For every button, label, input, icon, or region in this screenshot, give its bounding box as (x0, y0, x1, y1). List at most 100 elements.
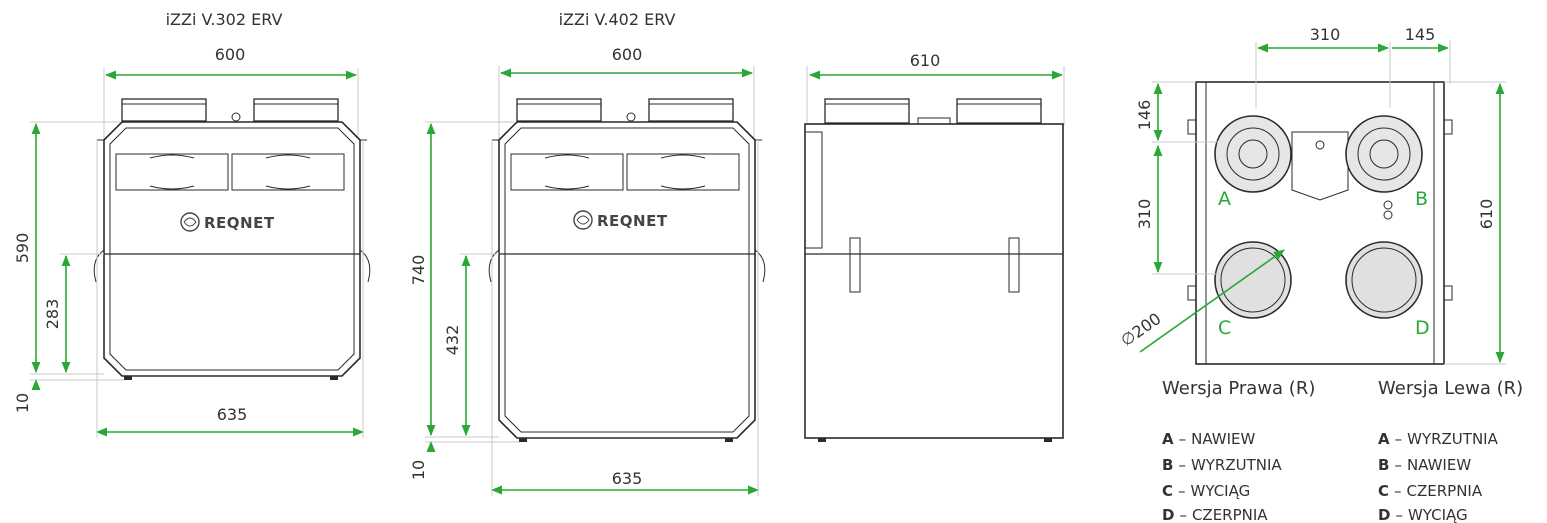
dim-label-width-bottom: 635 (217, 405, 248, 424)
filter-door (510, 153, 624, 191)
dim-label-height-lower: 432 (443, 325, 462, 356)
legend-name: WYRZUTNIA (1191, 456, 1282, 474)
legend-sep: – (1178, 482, 1186, 500)
dim-label-spacing-v: 310 (1135, 199, 1154, 230)
top-view: A B C D 310 145 146 310 610 ∅200 (1117, 25, 1506, 365)
port-c (1214, 241, 1292, 319)
duct-collar (121, 98, 207, 122)
legend-heading-left: Wersja Lewa (R) (1378, 378, 1523, 399)
front-view-v402: iZZi V.402 ERV 600 REQNET 740 432 (409, 10, 766, 496)
port-label-c: C (1218, 317, 1231, 339)
legend-key: B (1378, 456, 1389, 474)
legend-key: C (1378, 482, 1389, 500)
dim-label-depth: 610 (1477, 199, 1496, 230)
foot (818, 438, 826, 442)
filter-door (115, 153, 229, 191)
front-view-v302: iZZi V.302 ERV 600 REQNET 590 (13, 10, 371, 438)
legend-sep: – (1394, 482, 1402, 500)
connector (626, 112, 636, 122)
port-label-d: D (1415, 317, 1430, 339)
dim-label-offset-h: 145 (1405, 25, 1436, 44)
dim-label-width-top: 600 (215, 45, 246, 64)
foot (330, 376, 338, 380)
legend-sep: – (1178, 456, 1186, 474)
foot (519, 438, 527, 442)
legend-name: NAWIEW (1407, 456, 1471, 474)
side-body (804, 123, 1064, 439)
dim-label-offset-v: 146 (1135, 100, 1154, 131)
legend-sep: – (1179, 430, 1187, 448)
dim-label-height-total: 590 (13, 233, 32, 264)
logo-text: REQNET (204, 214, 275, 232)
legend-key: B (1162, 456, 1173, 474)
legend-name: CZERPNIA (1192, 506, 1268, 523)
controller-plate (1291, 131, 1349, 201)
legend-sep: – (1394, 456, 1402, 474)
legend-key: D (1378, 506, 1390, 523)
legend-item: D–CZERPNIA (1162, 506, 1268, 523)
legend-key: A (1378, 430, 1390, 448)
dim-label-feet: 10 (13, 393, 32, 413)
dim-label-height-total: 740 (409, 255, 428, 286)
unit-body (498, 121, 756, 439)
legend-item: A–WYRZUTNIA (1378, 430, 1499, 448)
dim-label-depth: 610 (910, 51, 941, 70)
legend-item: D–WYCIĄG (1378, 506, 1468, 523)
foot (1044, 438, 1052, 442)
legend-name: CZERPNIA (1407, 482, 1483, 500)
filter-door (626, 153, 740, 191)
dim-label-diameter: ∅200 (1117, 309, 1164, 350)
dim-line-diameter (1139, 249, 1285, 353)
logo-icon (573, 210, 593, 230)
hinge-panel (805, 131, 823, 249)
legend-item: A–NAWIEW (1162, 430, 1256, 448)
latch (1008, 237, 1020, 293)
legend-item: C–WYCIĄG (1162, 482, 1250, 500)
duct-collar (956, 98, 1042, 124)
legend-sep: – (1395, 430, 1403, 448)
legend-name: WYCIĄG (1408, 506, 1468, 523)
legend-item: C–CZERPNIA (1378, 482, 1483, 500)
foot (725, 438, 733, 442)
legend-right-version: Wersja Prawa (R) A–NAWIEW B–WYRZUTNIA C–… (1162, 378, 1315, 523)
legend-heading-right: Wersja Prawa (R) (1162, 378, 1315, 399)
model-title-v302: iZZi V.302 ERV (166, 10, 283, 29)
legend-sep: – (1179, 506, 1187, 523)
legend-name: WYRZUTNIA (1407, 430, 1498, 448)
dim-label-width-top: 600 (612, 45, 643, 64)
filter-door (231, 153, 345, 191)
legend-sep: – (1395, 506, 1403, 523)
brand-logo: REQNET (573, 210, 668, 230)
side-view: 610 (804, 51, 1065, 442)
legend-key: D (1162, 506, 1174, 523)
foot (124, 376, 132, 380)
unit-body (103, 121, 361, 377)
dim-label-feet: 10 (409, 460, 428, 480)
model-title-v402: iZZi V.402 ERV (559, 10, 676, 29)
logo-icon (180, 212, 200, 232)
duct-collar (516, 98, 602, 122)
latch (849, 237, 861, 293)
duct-collar (253, 98, 339, 122)
dim-label-width-bottom: 635 (612, 469, 643, 488)
logo-text: REQNET (597, 212, 668, 230)
dim-label-height-lower: 283 (43, 299, 62, 330)
duct-collar (648, 98, 734, 122)
legend-item: B–WYRZUTNIA (1162, 456, 1282, 474)
port-label-b: B (1415, 188, 1428, 210)
unit-body-inner (109, 127, 355, 371)
port-b (1345, 115, 1423, 193)
port-a (1214, 115, 1292, 193)
legend-name: WYCIĄG (1191, 482, 1251, 500)
legend-name: NAWIEW (1191, 430, 1255, 448)
connector (231, 112, 241, 122)
duct-collar (824, 98, 910, 124)
legend-item: B–NAWIEW (1378, 456, 1471, 474)
legend-key: C (1162, 482, 1173, 500)
unit-body-inner (504, 127, 750, 433)
brand-logo: REQNET (180, 212, 275, 232)
port-label-a: A (1218, 188, 1231, 210)
connector-strip (917, 117, 951, 125)
legend-key: A (1162, 430, 1174, 448)
